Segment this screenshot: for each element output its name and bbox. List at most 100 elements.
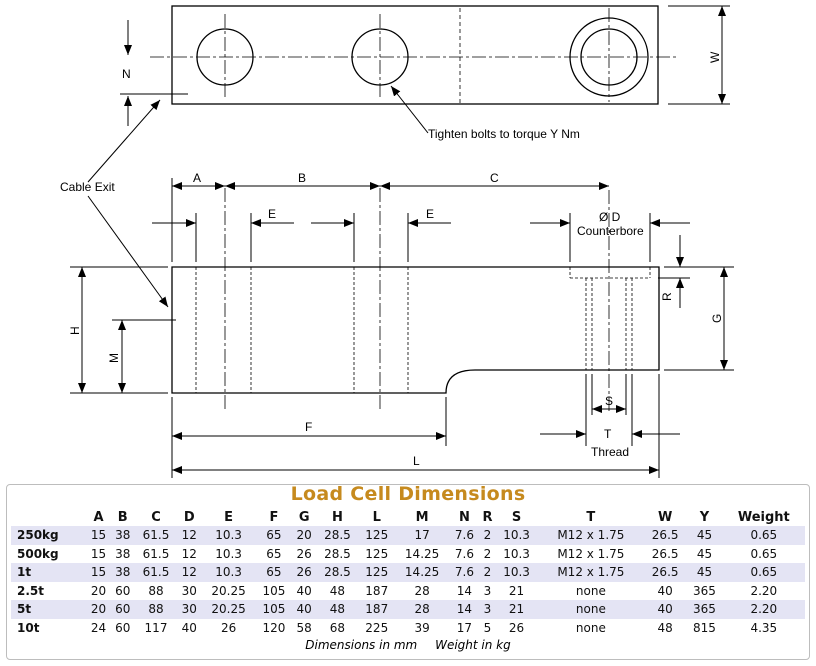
dim-f-label: F xyxy=(305,420,312,434)
top-view-outline xyxy=(171,5,659,105)
table-cell: 10.3 xyxy=(495,563,538,582)
dim-h xyxy=(70,266,168,394)
table-cell: 88 xyxy=(148,583,164,598)
column-header: G xyxy=(298,510,310,525)
table-cell: 365 xyxy=(693,583,716,598)
column-header: F xyxy=(269,510,279,525)
table-cell: 26 xyxy=(292,563,317,582)
side-view-centerlines xyxy=(224,188,610,412)
table-cell: 48 xyxy=(657,620,673,635)
table-cell: 30 xyxy=(181,583,197,598)
table-cell: M12 x 1.75 xyxy=(557,546,625,561)
table-cell: 24 xyxy=(90,620,107,635)
table-cell: 2 xyxy=(479,563,496,582)
counterbore-label: Counterbore xyxy=(577,224,644,238)
column-header: L xyxy=(372,510,381,525)
table-cell: 26 xyxy=(508,620,525,635)
table-cell: 40 xyxy=(644,600,687,619)
top-view-centerlines xyxy=(150,8,676,102)
table-cell: 14 xyxy=(449,600,480,619)
counterbore-dia-label: Ø D xyxy=(599,210,621,224)
table-cell: 65 xyxy=(255,563,293,582)
column-header: R xyxy=(482,510,493,525)
table-cell: 61.5 xyxy=(142,546,170,561)
table-cell: 48 xyxy=(329,583,346,598)
table-cell: 60 xyxy=(115,620,131,635)
table-cell: 61.5 xyxy=(134,563,178,582)
table-cell: 187 xyxy=(365,583,389,598)
table-cell: 40 xyxy=(657,583,673,598)
row-label: 1t xyxy=(11,563,87,582)
table-cell: 10.3 xyxy=(201,526,256,545)
column-header: D xyxy=(183,510,195,525)
dimensions-unit-note: Dimensions in mm xyxy=(305,638,418,652)
weight-unit-note: Weight in kg xyxy=(435,638,511,652)
table-cell: 26.5 xyxy=(651,546,679,561)
table-cell: none xyxy=(575,583,606,598)
column-header: C xyxy=(151,510,161,525)
top-view xyxy=(171,5,659,105)
table-title: Load Cell Dimensions xyxy=(290,483,526,505)
column-header: E xyxy=(224,510,234,525)
table-cell: 105 xyxy=(255,600,293,619)
table-cell: 2 xyxy=(479,526,496,545)
table-cell: 14.25 xyxy=(404,546,440,561)
table-cell: M12 x 1.75 xyxy=(537,526,644,545)
cable-exit-leader-top xyxy=(87,99,161,183)
table-cell: 15 xyxy=(86,563,111,582)
table-cell: 0.65 xyxy=(750,546,778,561)
table-cell: 2.20 xyxy=(722,600,805,619)
table-cell: 20 xyxy=(90,583,107,598)
column-header: B xyxy=(117,510,128,525)
table-cell: 20 xyxy=(86,600,111,619)
table-cell: 88 xyxy=(134,600,178,619)
table-cell: none xyxy=(575,620,606,635)
table-cell: 45 xyxy=(686,563,723,582)
table-cell: 45 xyxy=(696,546,713,561)
table-cell: 2 xyxy=(483,546,492,561)
table-cell: 125 xyxy=(358,563,395,582)
table-cell: 10.3 xyxy=(215,546,242,561)
table-cell: 58 xyxy=(296,620,312,635)
dim-w xyxy=(668,5,730,105)
dim-t-label: T xyxy=(604,427,612,441)
table-cell: M12 x 1.75 xyxy=(537,563,644,582)
table-cell: 125 xyxy=(358,526,395,545)
row-label: 10t xyxy=(17,620,40,635)
table-cell: 10.3 xyxy=(503,546,530,561)
table-cell: 20.25 xyxy=(201,600,256,619)
dim-r-label: R xyxy=(660,292,674,301)
table-cell: 15 xyxy=(86,526,111,545)
table-cell: 0.65 xyxy=(722,563,805,582)
dim-e-label-right: E xyxy=(426,207,434,221)
dim-w-label: W xyxy=(708,51,722,63)
table-cell: 12 xyxy=(177,526,202,545)
table-cell: 225 xyxy=(365,620,389,635)
row-label: 5t xyxy=(11,600,87,619)
dim-n-label: N xyxy=(122,67,131,81)
table-cell: 4.35 xyxy=(750,620,778,635)
table-cell: 14.25 xyxy=(394,563,450,582)
dim-e-label-left: E xyxy=(268,207,276,221)
table-cell: 65 xyxy=(255,526,293,545)
column-header: W xyxy=(657,510,673,525)
tighten-leader xyxy=(390,85,429,134)
table-cell: 5 xyxy=(483,620,492,635)
table-cell: 125 xyxy=(365,546,389,561)
row-label: 2.5t xyxy=(17,583,44,598)
table-cell: 3 xyxy=(483,583,492,598)
table-cell: 61.5 xyxy=(134,526,178,545)
table-cell: 38 xyxy=(115,546,131,561)
dim-g-r xyxy=(658,235,734,371)
side-view-hidden-lines xyxy=(195,267,651,393)
column-header: A xyxy=(93,510,104,525)
table-cell: 38 xyxy=(110,563,135,582)
column-header: Y xyxy=(699,510,710,525)
dim-l-label: L xyxy=(413,454,420,468)
